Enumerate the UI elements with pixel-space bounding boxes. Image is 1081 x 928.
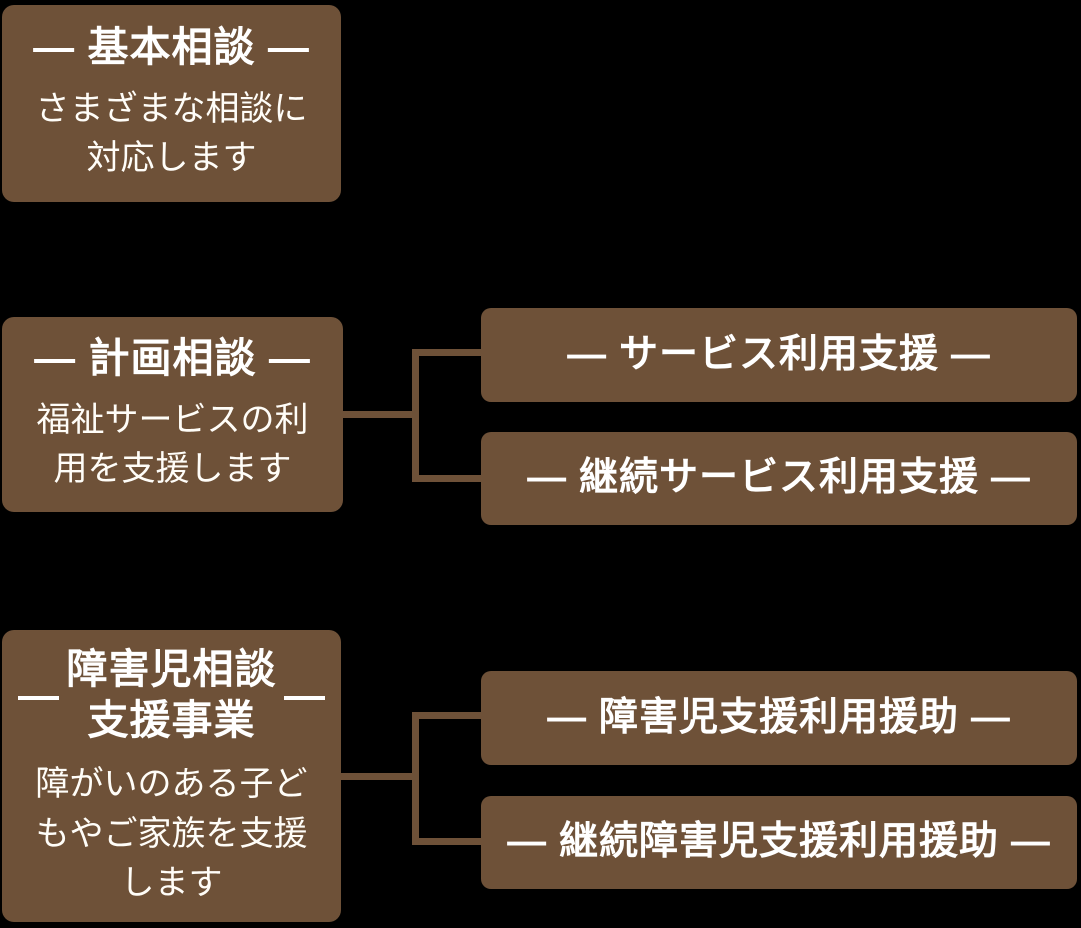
node-continuous-child-support-use-assistance-title: — 継続障害児支援利用援助 — xyxy=(507,820,1051,864)
node-continuous-service-use-support: — 継続サービス利用支援 — xyxy=(481,432,1077,525)
node-child-consultation-support: — 障害児相談 支援事業 — 障がいのある子ど もやご家族を支援 します xyxy=(2,630,341,922)
connector-plan-to-service-use xyxy=(412,349,481,356)
connector-plan-to-continuous-service-use xyxy=(412,475,481,482)
node-child-title: — 障害児相談 支援事業 — xyxy=(8,644,335,747)
node-service-use-support-title: — サービス利用支援 — xyxy=(567,332,991,376)
connector-plan-vertical xyxy=(412,349,419,482)
title-dash-right: — xyxy=(284,671,325,718)
node-service-use-support: — サービス利用支援 — xyxy=(481,308,1077,402)
node-plan-consultation: — 計画相談 — 福祉サービスの利 用を支援します xyxy=(2,317,343,512)
node-child-support-use-assistance-title: — 障害児支援利用援助 — xyxy=(547,695,1011,739)
node-basic-description: さまざまな相談に 対応します xyxy=(35,89,308,178)
connector-child-to-continuous-child-support xyxy=(412,838,481,845)
title-dash-left: — xyxy=(18,671,59,718)
connector-child-vertical xyxy=(412,712,419,845)
node-child-title-line2: 支援事業 xyxy=(87,697,256,744)
connector-child-stub xyxy=(339,773,419,780)
connector-child-to-child-support xyxy=(412,712,481,719)
node-basic-consultation: — 基本相談 — さまざまな相談に 対応します xyxy=(2,5,341,202)
node-child-title-lines: 障害児相談 支援事業 xyxy=(59,644,284,747)
node-continuous-service-use-support-title: — 継続サービス利用支援 — xyxy=(527,456,1031,500)
connector-plan-stub xyxy=(341,411,419,418)
node-basic-title: — 基本相談 — xyxy=(33,23,310,70)
node-child-title-line1: 障害児相談 xyxy=(66,645,277,692)
node-continuous-child-support-use-assistance: — 継続障害児支援利用援助 — xyxy=(481,796,1077,889)
node-child-description: 障がいのある子ど もやご家族を支援 します xyxy=(35,765,308,902)
node-child-support-use-assistance: — 障害児支援利用援助 — xyxy=(481,671,1077,765)
node-plan-description: 福祉サービスの利 用を支援します xyxy=(36,400,309,489)
node-plan-title: — 計画相談 — xyxy=(34,334,311,381)
